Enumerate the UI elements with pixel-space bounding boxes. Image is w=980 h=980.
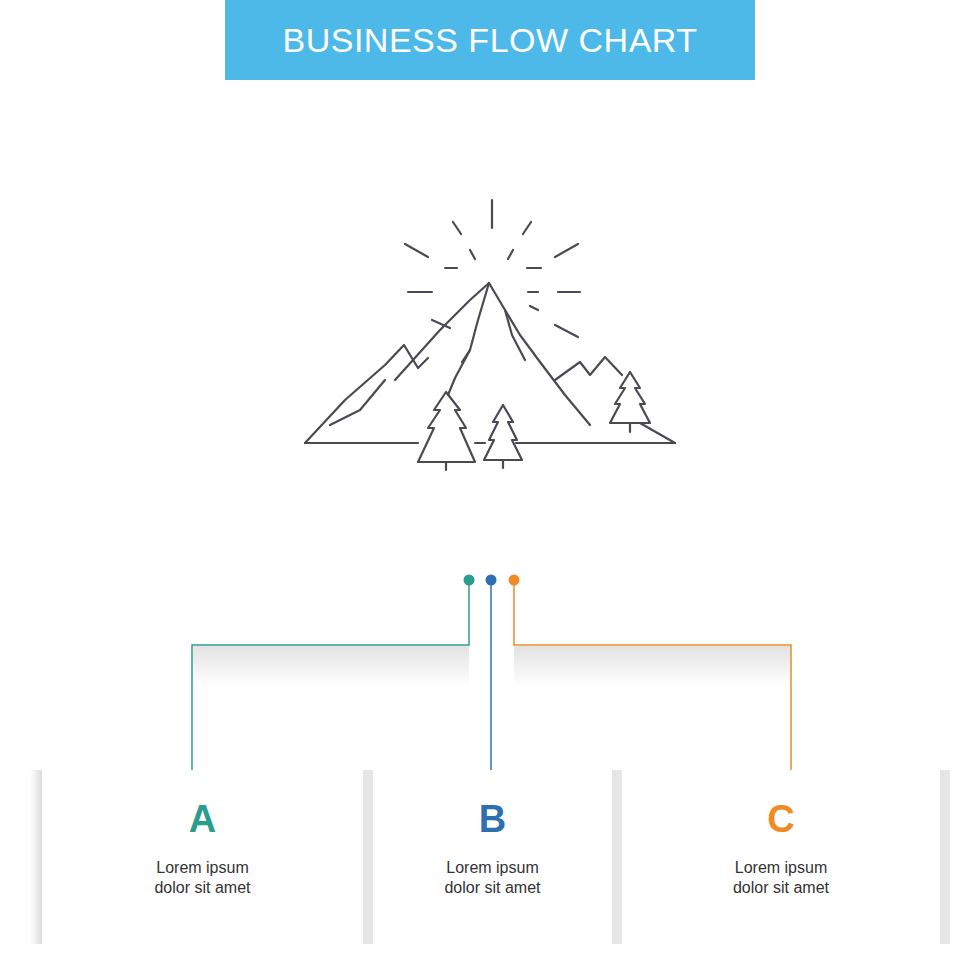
step-letter: A xyxy=(189,800,216,838)
step-text: Lorem ipsum dolor sit amet xyxy=(432,858,554,898)
step-box: A Lorem ipsum dolor sit amet xyxy=(42,770,363,943)
box-shadow xyxy=(363,770,373,944)
title-banner: BUSINESS FLOW CHART xyxy=(225,0,755,80)
box-shadow xyxy=(612,770,622,944)
dot xyxy=(464,575,475,586)
step-box: C Lorem ipsum dolor sit amet xyxy=(622,770,940,943)
leader-line xyxy=(490,580,492,772)
mountain-icon xyxy=(305,200,675,470)
line-shadow xyxy=(514,646,791,686)
leader-line xyxy=(192,580,469,780)
box-shadow xyxy=(30,770,42,944)
line-shadow xyxy=(193,646,469,686)
step-text: Lorem ipsum dolor sit amet xyxy=(720,858,842,898)
leader-line xyxy=(514,580,791,780)
dot xyxy=(509,575,520,586)
dot xyxy=(486,575,497,586)
step-text: Lorem ipsum dolor sit amet xyxy=(142,858,264,898)
chart-title: BUSINESS FLOW CHART xyxy=(282,21,697,60)
step-box: B Lorem ipsum dolor sit amet xyxy=(373,770,612,943)
step-letter: C xyxy=(767,800,794,838)
box-shadow xyxy=(940,770,950,944)
step-letter: B xyxy=(479,800,506,838)
